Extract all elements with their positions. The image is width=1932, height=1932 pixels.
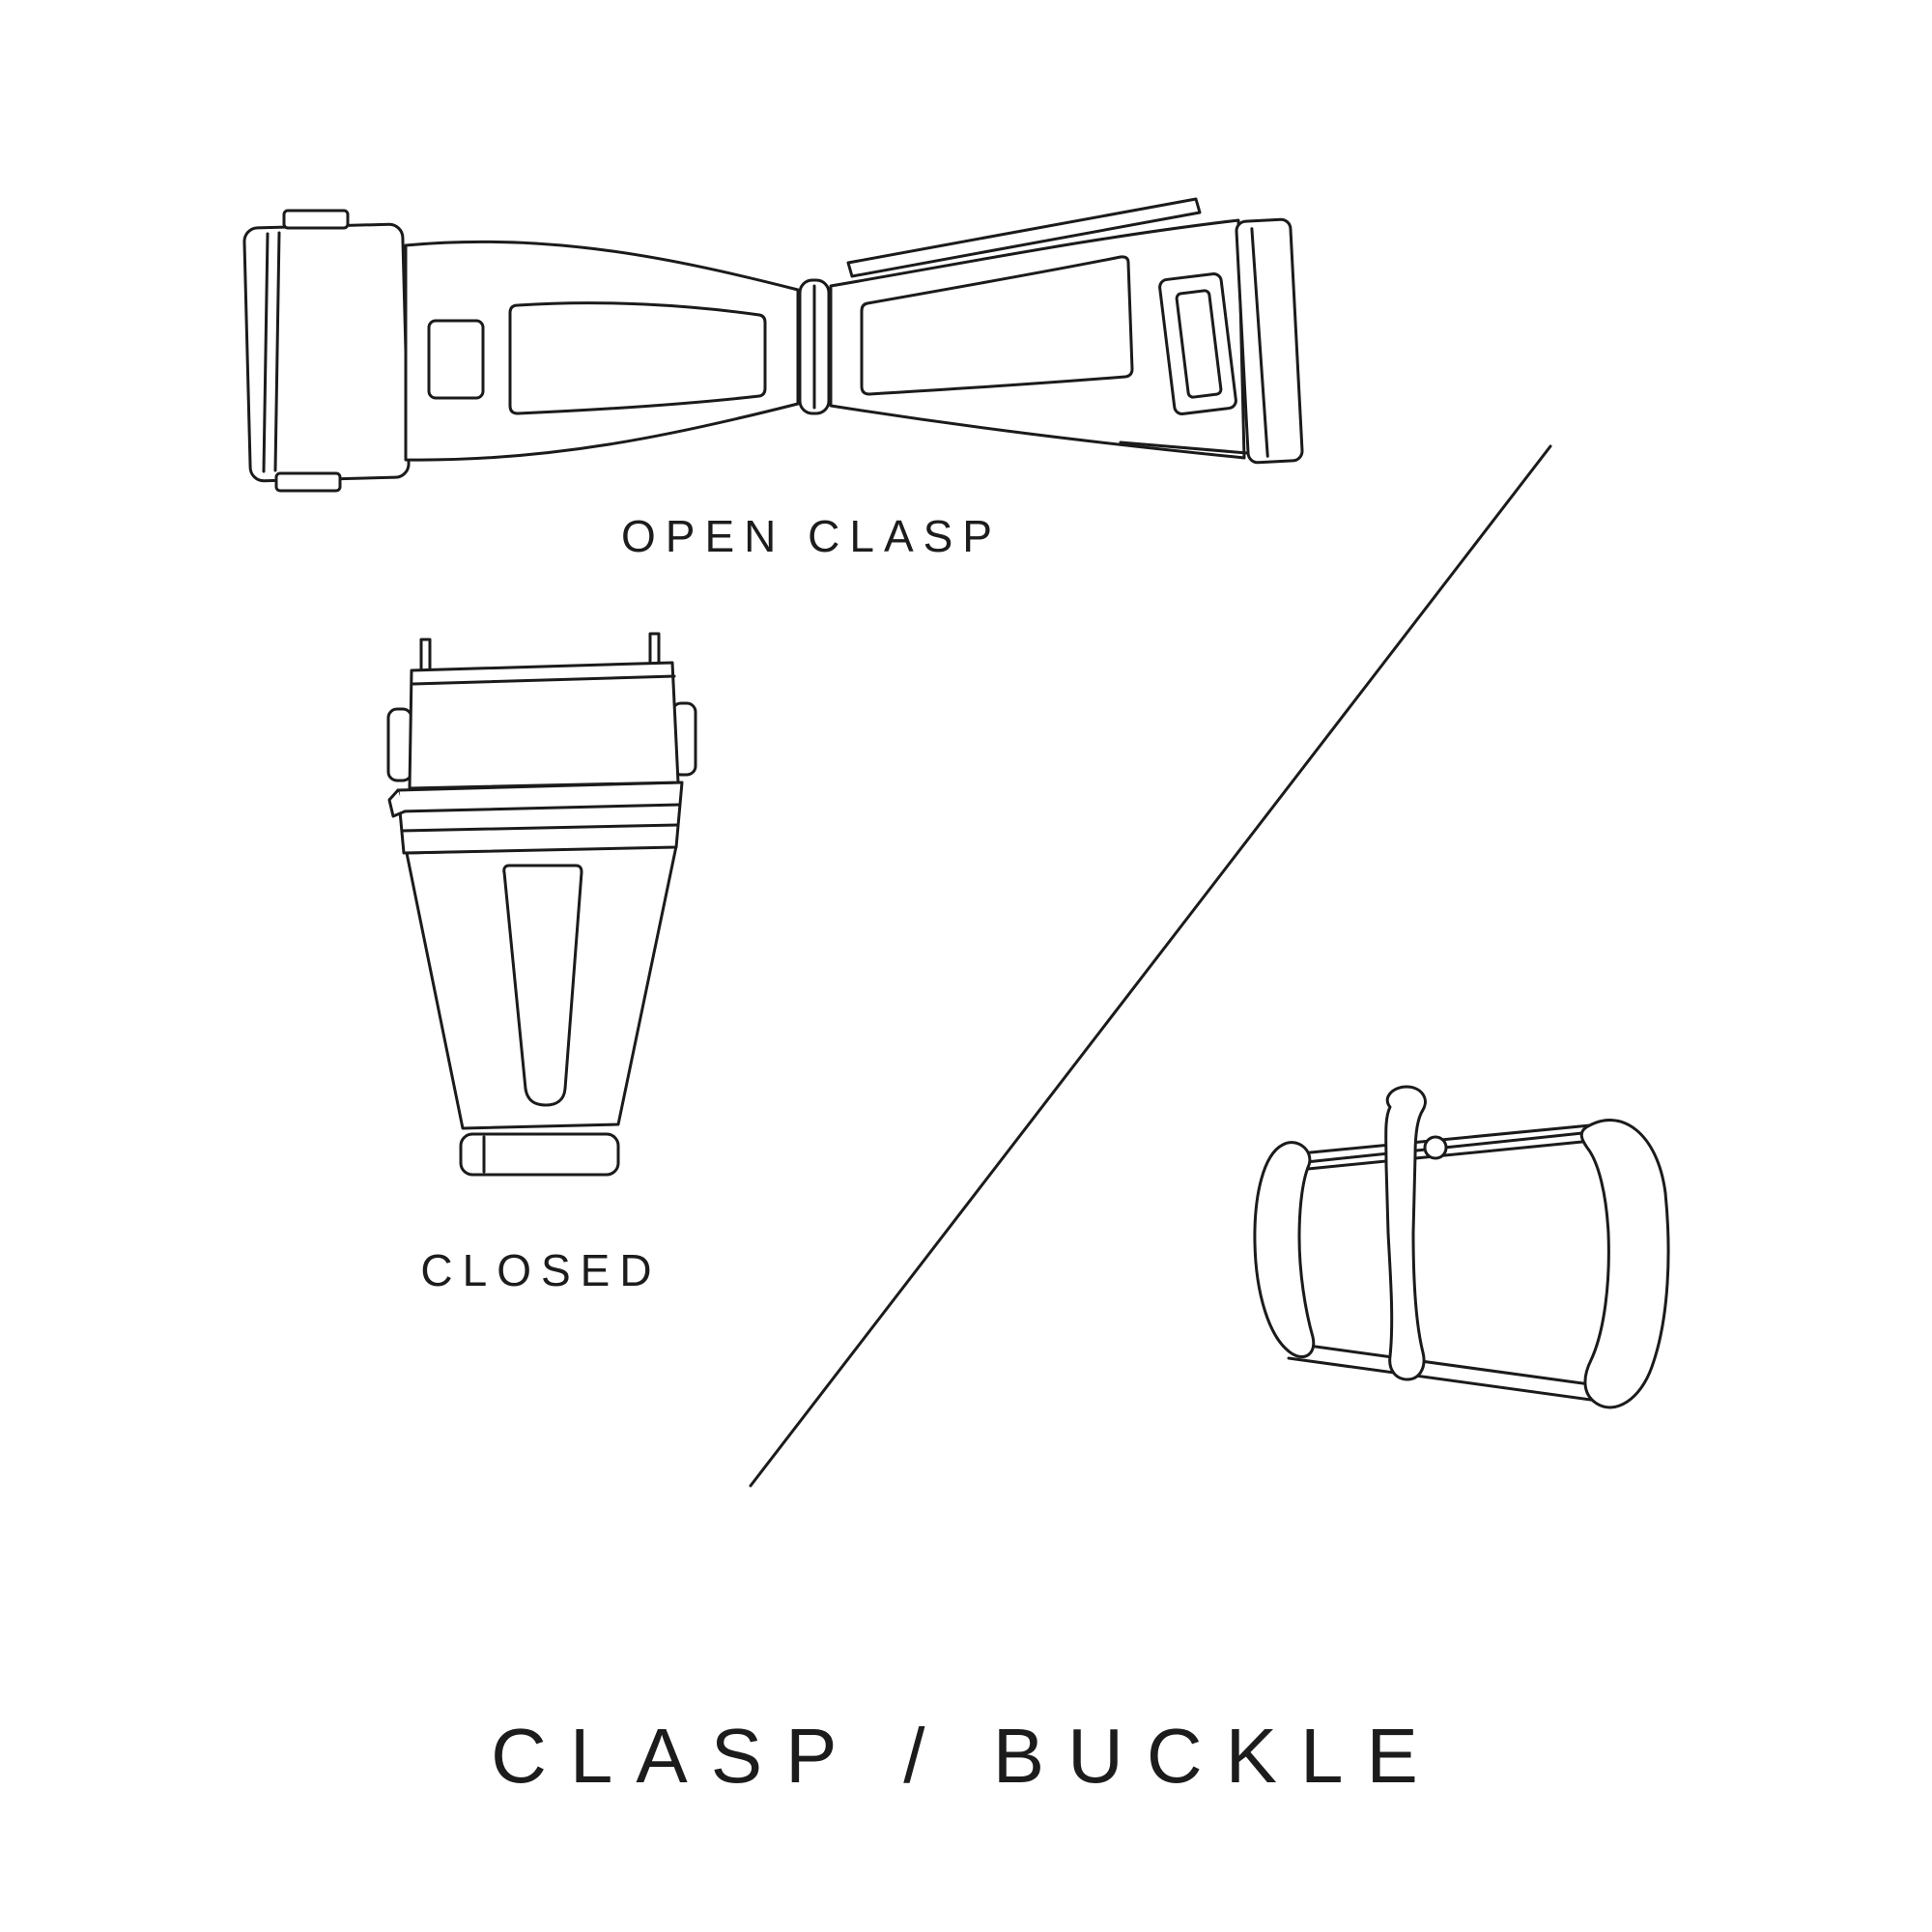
- clasp-left-arm: [404, 240, 800, 462]
- buckle-tongue: [1384, 1085, 1448, 1381]
- clasp-right-arm: [829, 197, 1304, 465]
- tang-buckle-illustration: [1253, 1085, 1670, 1409]
- clasp-left-end-cover: [242, 209, 411, 493]
- buckle-frame: [1253, 1119, 1670, 1409]
- closed-clasp-illustration: [386, 632, 697, 1177]
- page-title: CLASP / BUCKLE: [491, 1713, 1441, 1799]
- closed-clasp-body: [386, 632, 697, 1177]
- clasp-hinge: [798, 278, 831, 415]
- diagonal-divider-line: [749, 444, 1552, 1488]
- open-clasp-illustration: [242, 197, 1304, 493]
- open-clasp-label: OPEN CLASP: [621, 511, 1002, 561]
- closed-label: CLOSED: [420, 1245, 662, 1295]
